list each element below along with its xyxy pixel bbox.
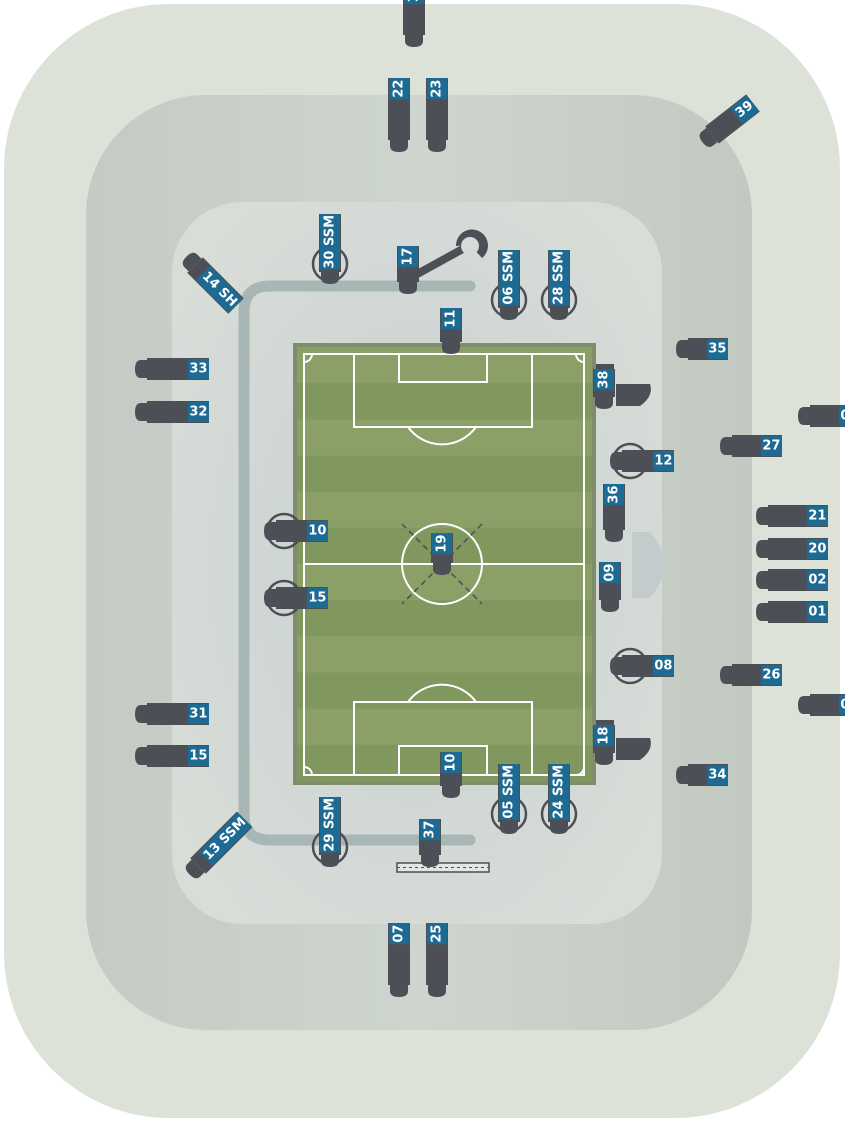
cam-17: 17: [397, 245, 419, 294]
cam-22: 22: [388, 78, 410, 152]
camera-rail: [238, 280, 476, 846]
cam-37-label: 37: [423, 821, 438, 839]
cam-15b: 15: [135, 745, 209, 767]
cam-39: 39: [699, 94, 760, 148]
cam-36-label: 36: [607, 486, 622, 504]
cam-05-label: 05 SSM: [502, 765, 517, 819]
cam-25: 25: [426, 923, 448, 997]
cam-28: 28 SSM: [540, 250, 578, 320]
cam-10b: 10: [440, 751, 462, 798]
cam-26-label: 26: [762, 668, 780, 683]
cam-09: 09: [599, 562, 621, 612]
cam-27: 27: [720, 435, 782, 457]
cam-01: 01: [756, 601, 828, 623]
cam-38-label: 38: [597, 371, 612, 389]
cam-07: 07: [388, 923, 410, 997]
cam-12-label: 12: [654, 454, 672, 469]
cam-19-label: 19: [435, 535, 450, 553]
cam-16-label: 16: [407, 0, 422, 3]
cam-09-label: 09: [603, 564, 618, 582]
cam-33: 33: [135, 358, 209, 380]
cam-30-label: 30 SSM: [323, 215, 338, 269]
cam-08: 08: [610, 647, 674, 685]
cam-11-label: 11: [444, 310, 459, 328]
cam-19: 19: [431, 532, 453, 575]
cam-11: 11: [440, 307, 462, 354]
cam-06: 06 SSM: [490, 250, 528, 320]
cam-03: 03: [798, 694, 845, 716]
cam-32-label: 32: [189, 405, 207, 420]
cam-25-label: 25: [430, 925, 445, 943]
cam-02-label: 02: [808, 573, 826, 588]
crane-17-arm: [406, 229, 488, 282]
cam-20: 20: [756, 538, 828, 560]
cam-18-label: 18: [597, 727, 612, 745]
cam-10b-label: 10: [444, 754, 459, 772]
cam-18: 18: [593, 724, 615, 765]
cam-22-label: 22: [392, 80, 407, 98]
dolly-track-37: [396, 862, 490, 873]
cam-31-label: 31: [189, 707, 207, 722]
cam-15b-label: 15: [189, 749, 207, 764]
cam-34-label: 34: [708, 768, 726, 783]
cam-33-label: 33: [189, 362, 207, 377]
cam-20-label: 20: [808, 542, 826, 557]
cam-31: 31: [135, 703, 209, 725]
cam-21-label: 21: [808, 509, 826, 524]
cam-10a-label: 10: [308, 524, 326, 539]
cam-10a: 10: [264, 512, 328, 550]
cam-02: 02: [756, 569, 828, 591]
cam-08-label: 08: [654, 659, 672, 674]
cam-16: 16: [403, 0, 425, 47]
cam-23: 23: [426, 78, 448, 152]
cam-37: 37: [419, 818, 441, 867]
cam-01-label: 01: [808, 605, 826, 620]
cam-26: 26: [720, 664, 782, 686]
cam-21: 21: [756, 505, 828, 527]
cam-28-label: 28 SSM: [552, 251, 567, 305]
cam-04: 04: [798, 405, 845, 427]
cam-30: 30 SSM: [311, 214, 349, 284]
cam-05: 05 SSM: [490, 764, 528, 834]
cam-32: 32: [135, 401, 209, 423]
cam-06-label: 06 SSM: [502, 251, 517, 305]
cam-15a: 15: [264, 579, 328, 617]
cam-17-label: 17: [401, 248, 416, 266]
cam-38: 38: [593, 368, 615, 409]
cam-04-label: 04: [840, 409, 845, 424]
cam-24: 24 SSM: [540, 764, 578, 834]
cam-15a-label: 15: [308, 591, 326, 606]
cam-29: 29 SSM: [311, 797, 349, 867]
cam-07-label: 07: [392, 925, 407, 943]
cam-24-label: 24 SSM: [552, 765, 567, 819]
cam-34: 34: [676, 764, 728, 786]
football-pitch: [293, 343, 596, 785]
cam-35: 35: [676, 338, 728, 360]
cam-27-label: 27: [762, 439, 780, 454]
cam-36: 36: [603, 484, 625, 542]
players-tunnel: [632, 532, 664, 598]
cam-03-label: 03: [840, 698, 845, 713]
cam-12: 12: [610, 442, 674, 480]
cam-23-label: 23: [430, 80, 445, 98]
cam-29-label: 29 SSM: [323, 798, 338, 852]
cam-35-label: 35: [708, 342, 726, 357]
